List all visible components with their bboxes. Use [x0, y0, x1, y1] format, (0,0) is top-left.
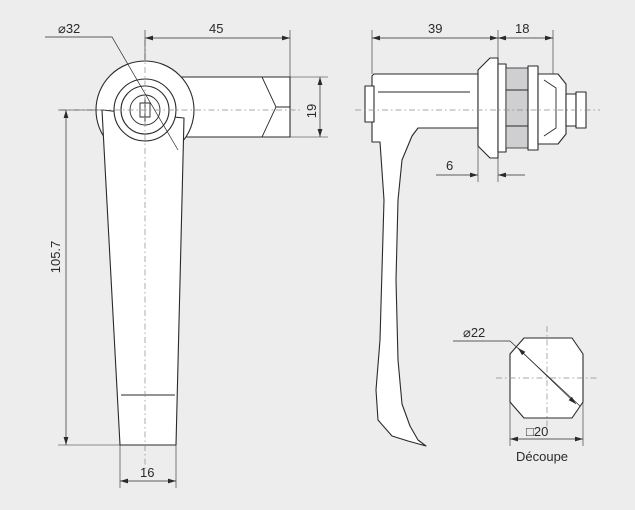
- side-cam-detail: [543, 79, 557, 137]
- dim-diameter-leader: [45, 36, 179, 151]
- dim-45-label: 45: [209, 21, 223, 36]
- cutout-caption: Découpe: [516, 449, 568, 464]
- side-washer-1: [497, 63, 507, 153]
- side-pivot-cap: [364, 85, 375, 123]
- dim-6-label: 6: [446, 158, 453, 173]
- dim-cutout-diameter-tick: [517, 347, 577, 405]
- dim-cutout-diameter-label: ⌀22: [463, 325, 485, 340]
- side-handle-profile: [371, 73, 479, 447]
- front-shank: [177, 76, 291, 138]
- dim-105-label: 105.7: [48, 241, 63, 274]
- dim-19-label: 19: [304, 104, 319, 118]
- cutout-view: ⌀22 □20 Découpe: [453, 325, 598, 464]
- side-cam-body: [537, 73, 567, 145]
- dim-18-label: 18: [515, 21, 529, 36]
- dim-16-label: 16: [140, 465, 154, 480]
- side-flange: [477, 57, 499, 159]
- dim-39-label: 39: [428, 21, 442, 36]
- dim-cutout-square-label: □20: [526, 424, 548, 439]
- side-washer-2: [527, 65, 539, 151]
- front-view: ⌀32 45 19 105.7 16: [45, 21, 328, 488]
- dim-diameter-label: ⌀32: [58, 21, 80, 36]
- front-shank-chamfer: [261, 76, 290, 138]
- side-view: 39 18 6: [355, 21, 600, 447]
- side-nut-1: [505, 67, 529, 149]
